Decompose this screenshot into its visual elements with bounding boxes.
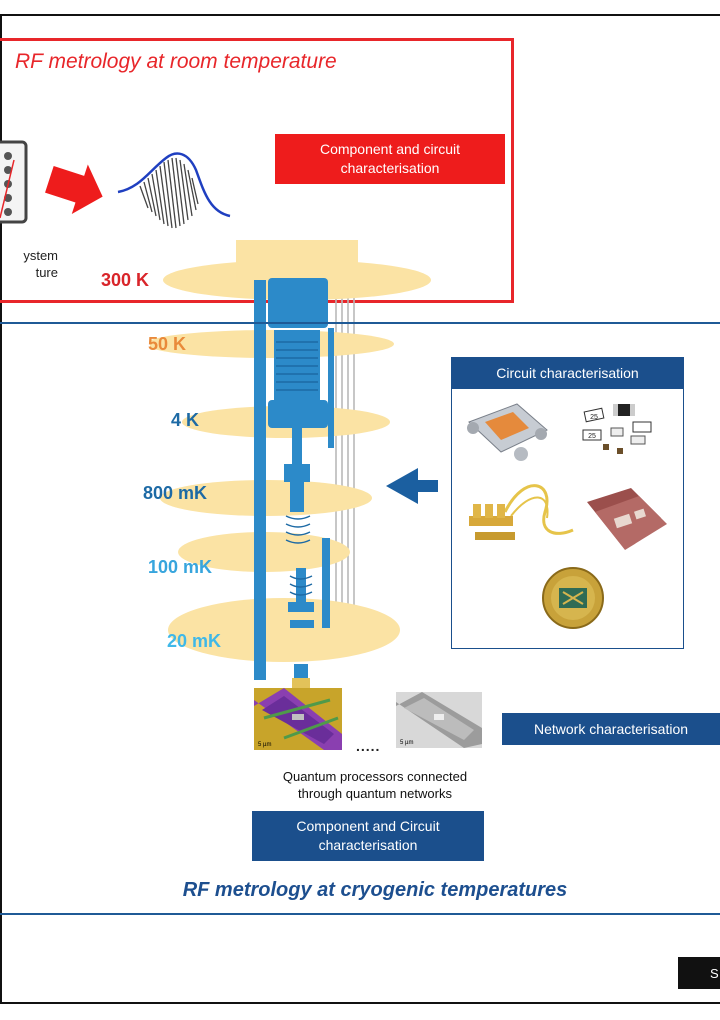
cryogenic-title: RF metrology at cryogenic temperatures bbox=[182, 879, 568, 901]
sample-holder bbox=[292, 678, 310, 690]
temp-800mk: 800 mK bbox=[143, 483, 208, 503]
temp-50k: 50 K bbox=[148, 334, 187, 354]
smd-chips-icon: 25 25 bbox=[582, 404, 652, 454]
caption-line-2: through quantum networks bbox=[298, 786, 452, 801]
chip-mark-2: 25 bbox=[588, 433, 596, 440]
quantum-processors-caption: Quantum processors connected through qua… bbox=[240, 768, 510, 802]
room-signal-illustration bbox=[0, 140, 231, 229]
temp-100mk: 100 mK bbox=[148, 557, 213, 577]
scale-bar-right: 5 µm bbox=[400, 740, 413, 746]
system-text: ystem ture bbox=[0, 247, 58, 281]
instrument-box-icon bbox=[0, 140, 28, 224]
scale-bar-left: 5 µm bbox=[258, 742, 271, 748]
quantum-processors-images: 5 µm 5 µm bbox=[254, 688, 482, 750]
network-characterisation-label: Network characterisation bbox=[502, 713, 720, 745]
outer-frame bbox=[0, 14, 720, 1004]
cryo-component-circuit-label: Component and Circuit characterisation bbox=[252, 811, 484, 861]
processor-chip-gray: 5 µm bbox=[396, 692, 482, 748]
component-circuit-label: Component and circuit characterisation bbox=[275, 134, 505, 184]
system-text-line2: ture bbox=[35, 265, 58, 280]
temp-20mk: 20 mK bbox=[167, 631, 222, 651]
plate-50k bbox=[150, 330, 394, 358]
caption-line-1: Quantum processors connected bbox=[282, 769, 468, 784]
processors-ellipsis: ..... bbox=[356, 738, 381, 754]
red-arrow-icon bbox=[45, 164, 103, 214]
system-text-line1: ystem bbox=[23, 248, 58, 263]
component-photos: 25 25 bbox=[467, 403, 667, 629]
blue-arrow-icon bbox=[386, 468, 438, 504]
rf-module-icon bbox=[467, 403, 548, 461]
waveform-icon bbox=[117, 152, 231, 229]
room-temperature-title: RF metrology at room temperature bbox=[15, 50, 337, 73]
temp-4k: 4 K bbox=[171, 410, 200, 430]
plate-20mk bbox=[168, 598, 400, 662]
circuit-panel-title: Circuit characterisation bbox=[451, 357, 684, 389]
processor-chip-color: 5 µm bbox=[254, 688, 342, 750]
temp-300k: 300 K bbox=[101, 270, 150, 290]
cryostat-illustration bbox=[150, 240, 438, 690]
cryogenic-section-bottom-border bbox=[0, 913, 720, 915]
cryogenic-section-top-border bbox=[0, 322, 720, 324]
rf-connectors-icon bbox=[469, 484, 574, 540]
corner-button[interactable]: S bbox=[678, 957, 720, 989]
pcb-boards-icon bbox=[587, 488, 667, 550]
chip-mark-1: 25 bbox=[590, 414, 598, 421]
gold-chip-icon bbox=[542, 567, 604, 629]
cryostat-coils bbox=[276, 341, 318, 596]
